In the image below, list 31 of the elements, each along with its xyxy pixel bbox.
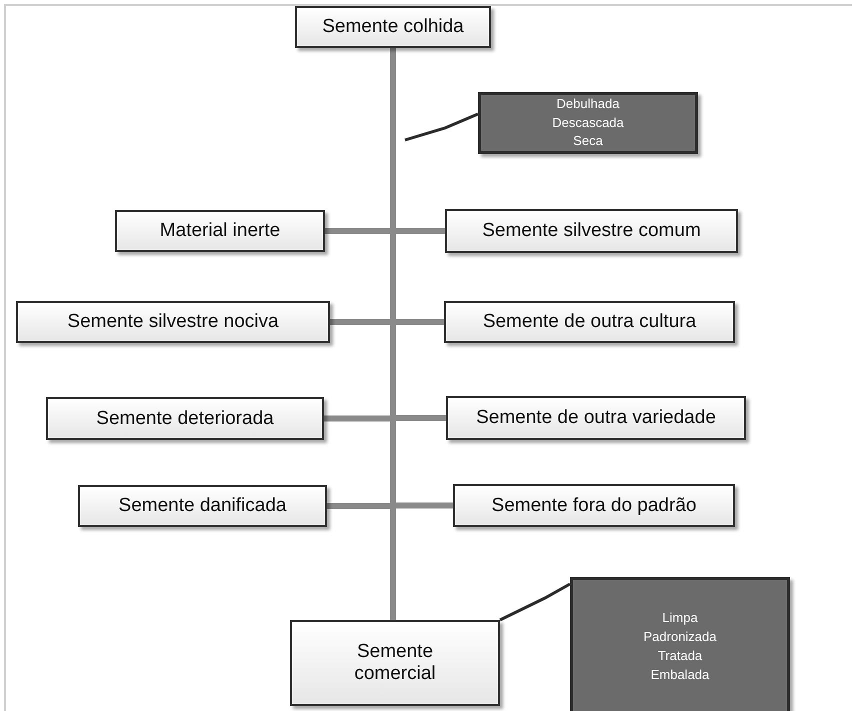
leader-line bbox=[499, 582, 571, 622]
process-box bbox=[445, 209, 738, 253]
box-text: Descascada bbox=[552, 114, 624, 132]
box-text: Limpa bbox=[662, 609, 698, 628]
process-box bbox=[46, 397, 324, 440]
box-text: Semente de outra variedade bbox=[476, 407, 716, 429]
box-text: Embalada bbox=[650, 666, 710, 684]
process-box bbox=[115, 210, 325, 252]
box-text: Material inerte bbox=[160, 220, 280, 242]
process-box bbox=[78, 485, 327, 527]
box-text: Semente colhida bbox=[322, 16, 464, 38]
note-box bbox=[570, 577, 790, 711]
process-box bbox=[453, 484, 735, 527]
box-text: Semente comercial bbox=[353, 641, 437, 685]
process-box bbox=[290, 620, 500, 706]
box-text: Seca bbox=[573, 132, 603, 150]
note-box bbox=[478, 92, 698, 154]
process-box bbox=[444, 301, 735, 343]
box-text: Semente silvestre comum bbox=[482, 220, 701, 242]
box-text: Tratada bbox=[658, 647, 702, 665]
process-box bbox=[446, 396, 746, 440]
box-text: Padronizada bbox=[644, 628, 716, 646]
leader-line bbox=[404, 112, 479, 142]
box-text: Semente de outra cultura bbox=[482, 311, 696, 333]
box-text: Semente deteriorada bbox=[96, 408, 274, 430]
box-text: Semente danificada bbox=[118, 495, 286, 517]
box-text: Semente silvestre nociva bbox=[67, 311, 279, 333]
process-box bbox=[16, 301, 330, 343]
box-text: Semente fora do padrão bbox=[492, 494, 696, 516]
box-text: Debulhada bbox=[556, 94, 620, 113]
process-box bbox=[295, 6, 491, 48]
